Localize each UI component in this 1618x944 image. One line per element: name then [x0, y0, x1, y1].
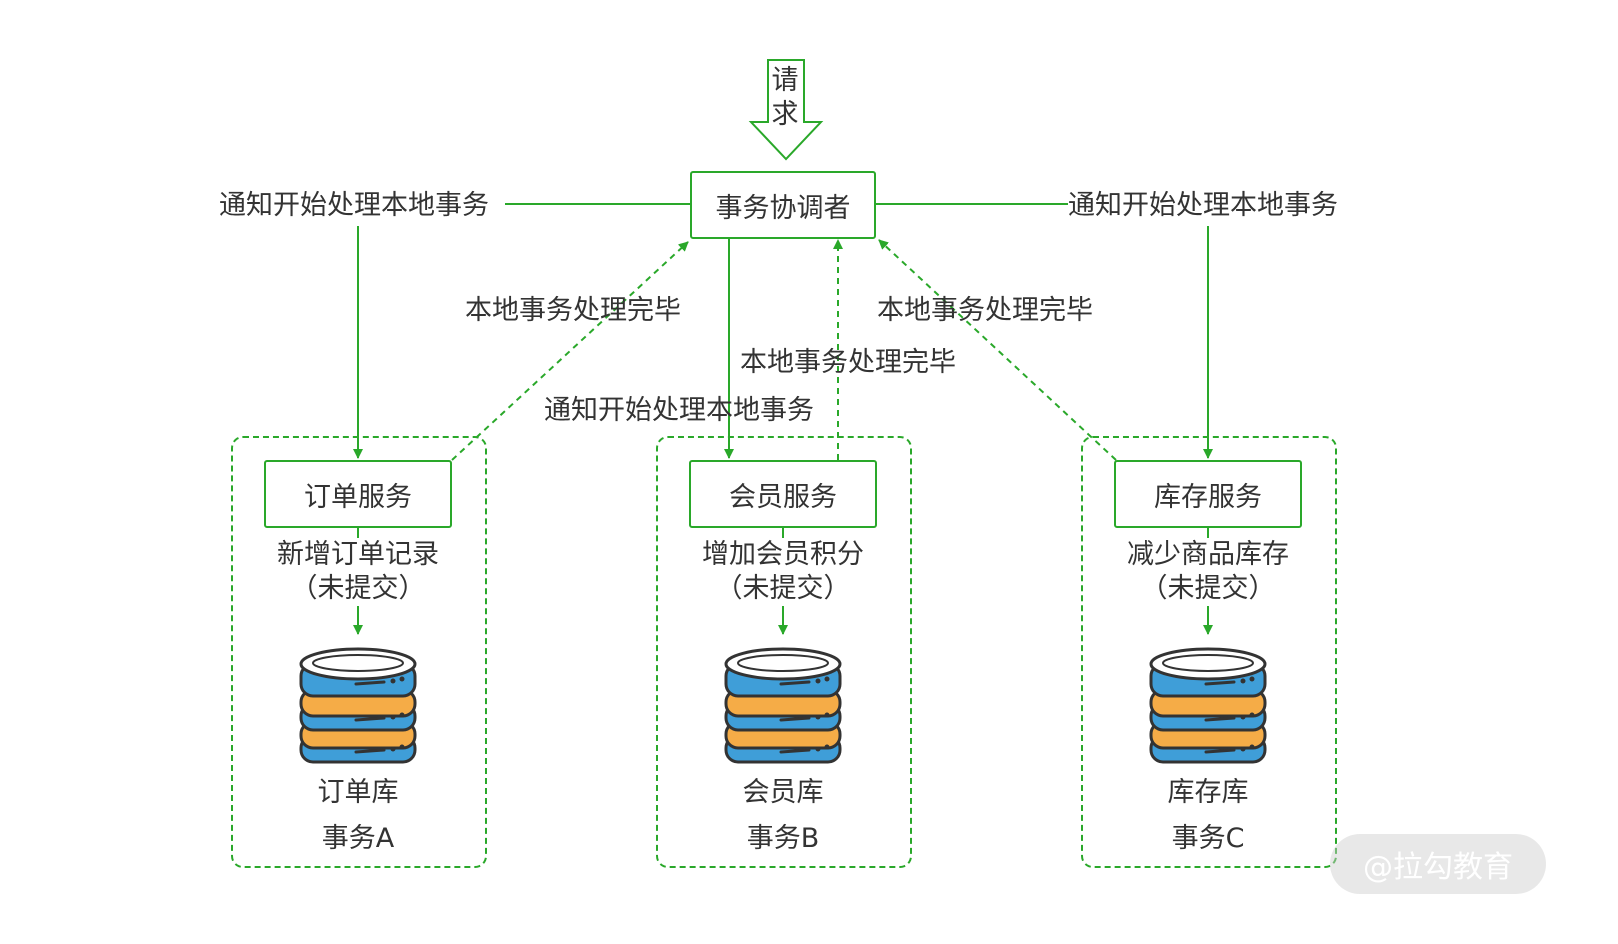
service-label-member: 会员服务	[729, 481, 837, 513]
notify-right-label: 通知开始处理本地事务	[1068, 190, 1338, 221]
database-icon	[1148, 644, 1268, 774]
database-icon	[298, 644, 418, 774]
service-box-member: 会员服务	[689, 460, 877, 528]
down-arrow-icon	[748, 59, 824, 161]
service-box-inventory: 库存服务	[1114, 460, 1302, 528]
service-label-inventory: 库存服务	[1154, 481, 1262, 513]
action-line1-order: 新增订单记录	[277, 538, 439, 572]
done-right-arrow	[878, 239, 1117, 461]
action-line2-member: （未提交）	[715, 573, 851, 604]
service-box-order: 订单服务	[264, 460, 452, 528]
transaction-zone-b	[656, 436, 912, 868]
watermark: @拉勾教育	[1330, 834, 1546, 894]
transaction-zone-a	[231, 436, 487, 868]
database-icon	[723, 644, 843, 774]
coordinator-label: 事务协调者	[715, 192, 851, 224]
db-label-member: 会员库	[742, 777, 824, 808]
done-left-arrow	[451, 241, 689, 461]
notify-left-label: 通知开始处理本地事务	[219, 190, 489, 221]
request-label-char2: 求	[771, 99, 799, 130]
coordinator-box: 事务协调者	[690, 171, 876, 239]
action-line2-inventory: （未提交）	[1140, 573, 1276, 604]
db-label-order: 订单库	[317, 777, 399, 808]
done-right-label: 本地事务处理完毕	[877, 295, 1093, 326]
notify-center-label: 通知开始处理本地事务	[544, 395, 814, 426]
tx-label-b: 事务B	[746, 823, 820, 854]
service-label-order: 订单服务	[304, 481, 412, 513]
done-center-label: 本地事务处理完毕	[740, 347, 956, 378]
action-line2-order: （未提交）	[290, 573, 426, 604]
done-left-label: 本地事务处理完毕	[465, 295, 681, 326]
request-label-char1: 请	[771, 65, 799, 96]
transaction-zone-c	[1081, 436, 1337, 868]
tx-label-c: 事务C	[1171, 823, 1245, 854]
tx-label-a: 事务A	[321, 823, 395, 854]
db-label-inventory: 库存库	[1167, 777, 1249, 808]
action-line1-inventory: 减少商品库存	[1127, 538, 1289, 572]
action-line1-member: 增加会员积分	[702, 538, 864, 572]
